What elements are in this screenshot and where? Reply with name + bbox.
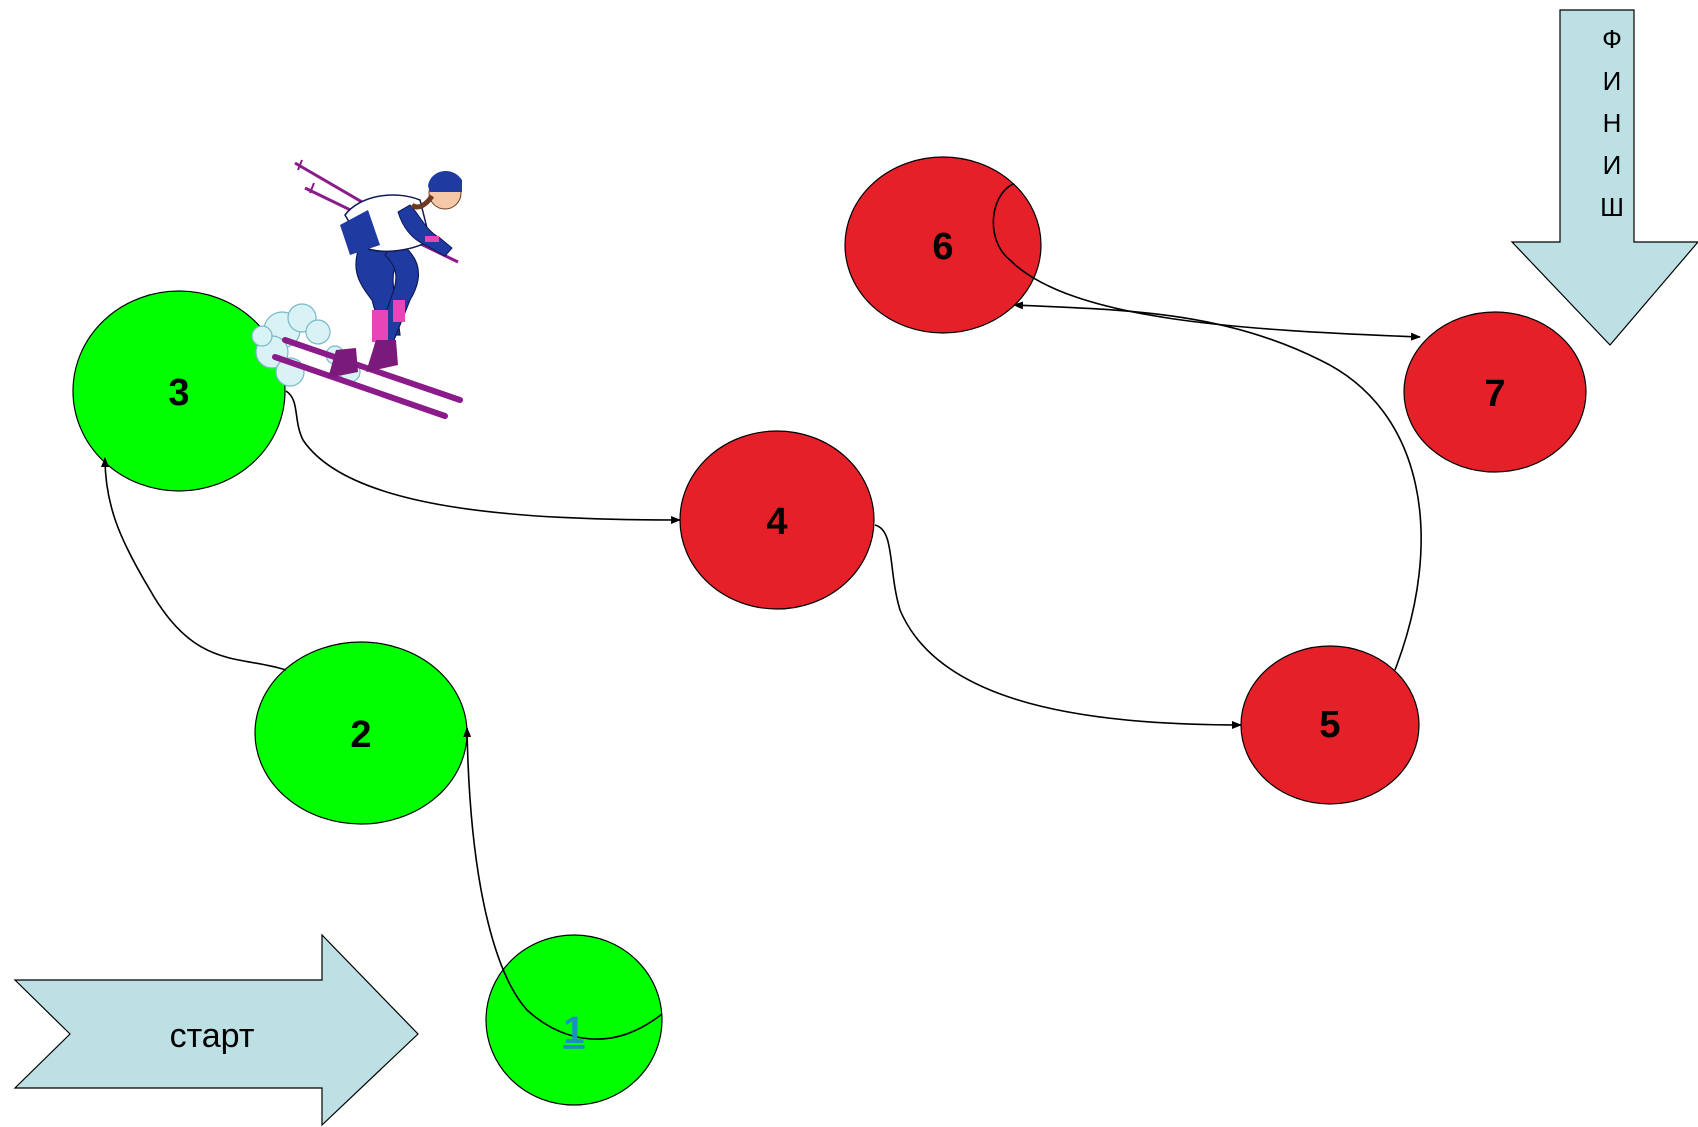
node-label-2: 2: [350, 714, 371, 756]
node-label-4: 4: [766, 501, 787, 543]
edge-3-4: [285, 390, 681, 524]
finish-letter: Ш: [1600, 192, 1624, 222]
skier-icon: [251, 159, 463, 419]
node-label-1[interactable]: 1: [563, 1010, 584, 1052]
node-6: [844, 156, 1042, 334]
node-3: [72, 290, 286, 492]
edges: [101, 183, 1422, 1040]
finish-arrow-shape: [1510, 9, 1698, 346]
finish-letter: Н: [1603, 108, 1622, 138]
start-label: старт: [170, 1017, 255, 1055]
node-1[interactable]: [485, 934, 663, 1106]
node-labels: 1 2 3 4 5 6 7: [168, 226, 1505, 1052]
finish-arrow: Ф И Н И Ш: [1510, 9, 1698, 346]
node-label-7: 7: [1484, 373, 1505, 415]
finish-letter: И: [1603, 66, 1622, 96]
edge-2-3: [101, 457, 287, 671]
edge-5-6: [1013, 301, 1422, 671]
finish-letter: И: [1603, 150, 1622, 180]
start-arrow: старт: [13, 933, 419, 1127]
finish-letter: Ф: [1602, 24, 1622, 54]
node-label-5: 5: [1319, 704, 1340, 746]
edge-6-7: [992, 183, 1421, 341]
start-arrow-shape: [13, 933, 419, 1127]
nodes: [72, 156, 1587, 1106]
edge-4-5: [874, 524, 1242, 729]
node-label-6: 6: [932, 226, 953, 268]
node-7: [1403, 311, 1587, 473]
edge-1-2: [463, 727, 663, 1040]
node-label-3: 3: [168, 372, 189, 414]
